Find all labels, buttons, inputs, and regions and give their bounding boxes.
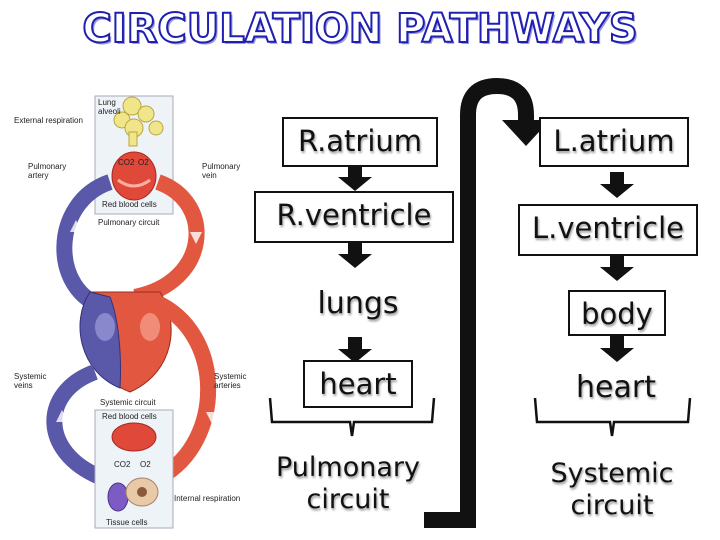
label-internal-respiration: Internal respiration: [174, 494, 241, 503]
systemic-arteries-vessel: [151, 294, 217, 485]
pulmonary-caption-line2: circuit: [306, 484, 390, 515]
label-pulmonary-artery-line1: Pulmonary: [28, 162, 67, 171]
step-pulmonary-heart: heart: [303, 360, 413, 408]
tissue-cells-icon: [107, 477, 159, 512]
label-external-respiration: External respiration: [14, 116, 83, 125]
label-lung-alveoli: Lung alveoli: [98, 98, 121, 116]
label-systemic-arteries-line1: Systemic: [214, 372, 247, 381]
capillary-icon: [111, 151, 157, 201]
systemic-caption-line1: Systemic: [550, 458, 674, 489]
flow-arrow-icon: [70, 220, 82, 232]
step-r-atrium: R.atrium: [282, 117, 438, 167]
label-pulmonary-artery: Pulmonary artery: [28, 162, 66, 180]
flow-arrow-icon: [206, 412, 218, 424]
step-l-atrium: L.atrium: [539, 117, 689, 167]
label-tissue-cells: Tissue cells: [106, 518, 148, 527]
label-alveoli: alveoli: [98, 107, 121, 116]
tissue-capillary-icon: [111, 422, 157, 452]
label-o2-top: O2: [138, 158, 149, 167]
label-pulmonary-vein-line2: vein: [202, 171, 217, 180]
label-systemic-arteries-line2: arteries: [214, 381, 241, 390]
step-l-ventricle: L.ventricle: [518, 204, 698, 256]
systemic-caption-line2: circuit: [570, 490, 654, 521]
label-systemic-veins-line2: veins: [14, 381, 33, 390]
pulmonary-caption-line1: Pulmonary: [276, 452, 420, 483]
label-co2-top: CO2: [118, 158, 135, 167]
label-red-blood-cells-bottom: Red blood cells: [102, 412, 157, 421]
circulation-figure: External respiration Lung alveoli CO2 O2…: [10, 92, 250, 532]
page-title: CIRCULATION PATHWAYS: [81, 5, 638, 53]
label-pulmonary-vein-line1: Pulmonary: [202, 162, 241, 171]
label-pulmonary-circuit: Pulmonary circuit: [98, 218, 160, 227]
arrow-down-icon: [338, 165, 372, 191]
systemic-brace: [533, 397, 692, 437]
flow-arrow-icon: [190, 232, 202, 244]
arrow-down-icon: [600, 172, 634, 198]
systemic-veins-vessel: [46, 364, 104, 485]
heart-icon: [79, 291, 172, 393]
arrow-down-icon: [600, 336, 634, 362]
step-r-ventricle: R.ventricle: [254, 191, 454, 243]
pulmonary-brace: [268, 397, 436, 437]
label-lung: Lung: [98, 98, 116, 107]
arrow-down-icon: [338, 242, 372, 268]
label-systemic-circuit: Systemic circuit: [100, 398, 156, 407]
label-pulmonary-vein: Pulmonary vein: [202, 162, 240, 180]
alveoli-icon: [113, 96, 164, 147]
flow-arrow-icon: [56, 410, 68, 422]
systemic-circuit-caption: Systemic circuit: [512, 458, 712, 522]
pulmonary-circuit-caption: Pulmonary circuit: [248, 452, 448, 516]
label-red-blood-cells: Red blood cells: [102, 200, 157, 209]
step-body: body: [568, 290, 666, 336]
label-systemic-veins: Systemic veins: [14, 372, 46, 390]
label-systemic-arteries: Systemic arteries: [214, 372, 246, 390]
arrow-down-icon: [600, 255, 634, 281]
label-pulmonary-artery-line2: artery: [28, 171, 49, 180]
loop-connector: [424, 77, 534, 528]
circulation-diagram-svg: [46, 95, 218, 529]
label-systemic-veins-line1: Systemic: [14, 372, 47, 381]
step-systemic-heart: heart: [576, 370, 656, 405]
label-co2-bottom: CO2: [114, 460, 131, 469]
loop-arrow-icon: [502, 120, 550, 146]
label-o2-bottom: O2: [140, 460, 151, 469]
step-lungs: lungs: [317, 286, 399, 321]
